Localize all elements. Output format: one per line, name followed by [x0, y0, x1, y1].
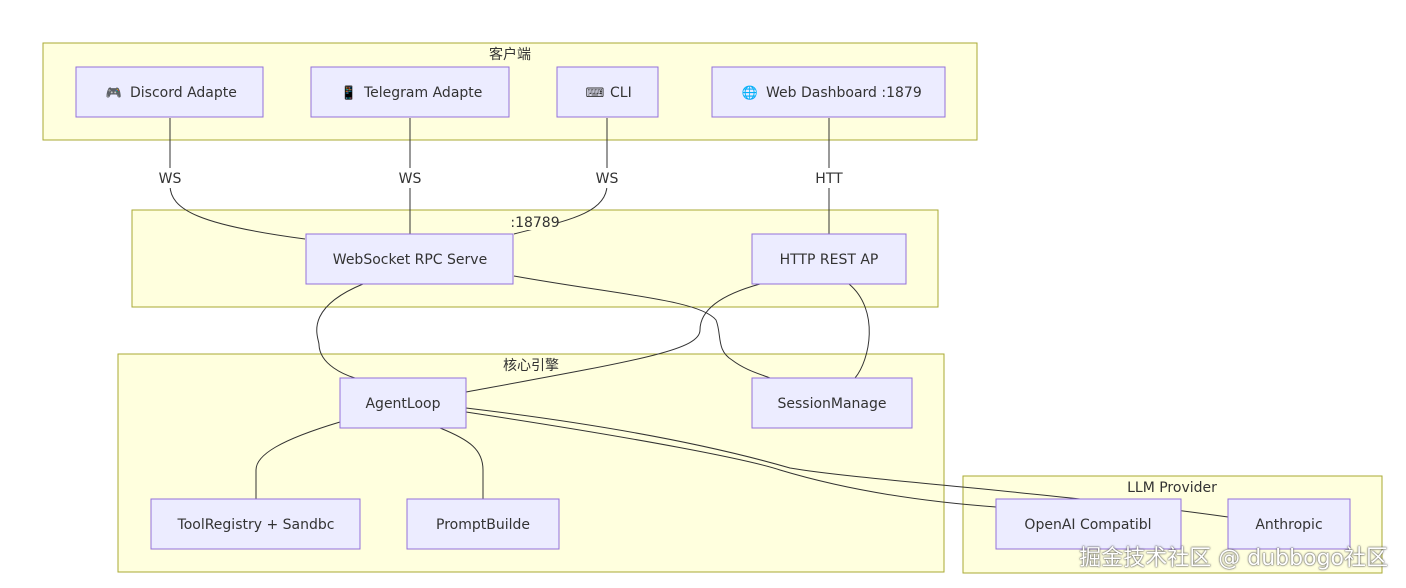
edge-agent-loop-to-openai: [465, 411, 997, 508]
game-controller-icon: 🎮: [106, 86, 122, 101]
node-label: ToolRegistry + Sandbc: [177, 517, 335, 533]
edge-agent-loop-to-prompt-builder: [439, 427, 484, 499]
node-tool-registry[interactable]: ToolRegistry + Sandbc: [150, 498, 361, 550]
node-label: SessionManage: [777, 396, 886, 412]
mobile-phone-icon: 📱: [341, 85, 357, 101]
node-cli[interactable]: ⌨ CLI: [556, 66, 659, 118]
edge-label-text: WS: [399, 171, 422, 187]
edge-label-web-http: HTT: [810, 168, 848, 188]
node-agent-loop[interactable]: AgentLoop: [339, 377, 467, 429]
cluster-clients-title: 客户端: [489, 46, 531, 63]
node-openai-compatible[interactable]: OpenAI Compatibl: [995, 498, 1182, 550]
edge-label-discord-ws: WS: [155, 168, 185, 188]
node-label: Web Dashboard :1879: [766, 85, 922, 101]
node-label: Telegram Adapte: [363, 85, 482, 101]
node-label: Discord Adapte: [130, 85, 237, 101]
keyboard-icon: ⌨: [586, 86, 605, 101]
edge-label-text: WS: [596, 171, 619, 187]
node-discord-adapter[interactable]: 🎮 Discord Adapte: [75, 66, 264, 118]
edge-http-api-to-session-manager: [848, 283, 870, 379]
globe-icon: 🌐: [742, 85, 758, 101]
node-telegram-adapter[interactable]: 📱 Telegram Adapte: [310, 66, 510, 118]
edges: [169, 118, 1229, 518]
node-label: AgentLoop: [365, 396, 440, 412]
node-label: WebSocket RPC Serve: [333, 252, 487, 268]
cluster-gateway-title: :18789: [510, 215, 559, 231]
node-label: PromptBuilde: [436, 517, 530, 533]
cluster-core-title: 核心引擎: [503, 358, 559, 374]
edge-agent-loop-to-anthropic: [465, 407, 1229, 518]
edge-label-text: WS: [159, 171, 182, 187]
node-anthropic[interactable]: Anthropic: [1227, 498, 1351, 550]
watermark: 掘金技术社区 @ dubbogo社区: [1079, 546, 1388, 571]
edge-label-text: HTT: [815, 171, 843, 187]
node-label: OpenAI Compatibl: [1024, 517, 1151, 533]
node-label: Anthropic: [1255, 517, 1322, 533]
edge-discord-to-ws-server: [169, 118, 306, 240]
edge-label-telegram-ws: WS: [395, 168, 425, 188]
edge-ws-server-to-agent-loop: [316, 283, 364, 379]
edge-http-api-to-agent-loop: [465, 283, 761, 393]
node-web-dashboard[interactable]: 🌐 Web Dashboard :1879: [711, 66, 946, 118]
node-label: CLI: [610, 85, 632, 101]
node-session-manager[interactable]: SessionManage: [751, 377, 913, 429]
edge-agent-loop-to-tool-registry: [255, 421, 341, 499]
edge-ws-server-to-session-manager: [513, 275, 771, 379]
node-label: HTTP REST AP: [780, 252, 879, 268]
node-prompt-builder[interactable]: PromptBuilde: [406, 498, 560, 550]
cluster-llm-title: LLM Provider: [1127, 480, 1217, 496]
cluster-gateway-title-group: :18789: [510, 213, 560, 231]
node-websocket-rpc-server[interactable]: WebSocket RPC Serve: [305, 233, 514, 285]
node-http-rest-api[interactable]: HTTP REST AP: [751, 233, 907, 285]
edge-label-cli-ws: WS: [592, 168, 622, 188]
